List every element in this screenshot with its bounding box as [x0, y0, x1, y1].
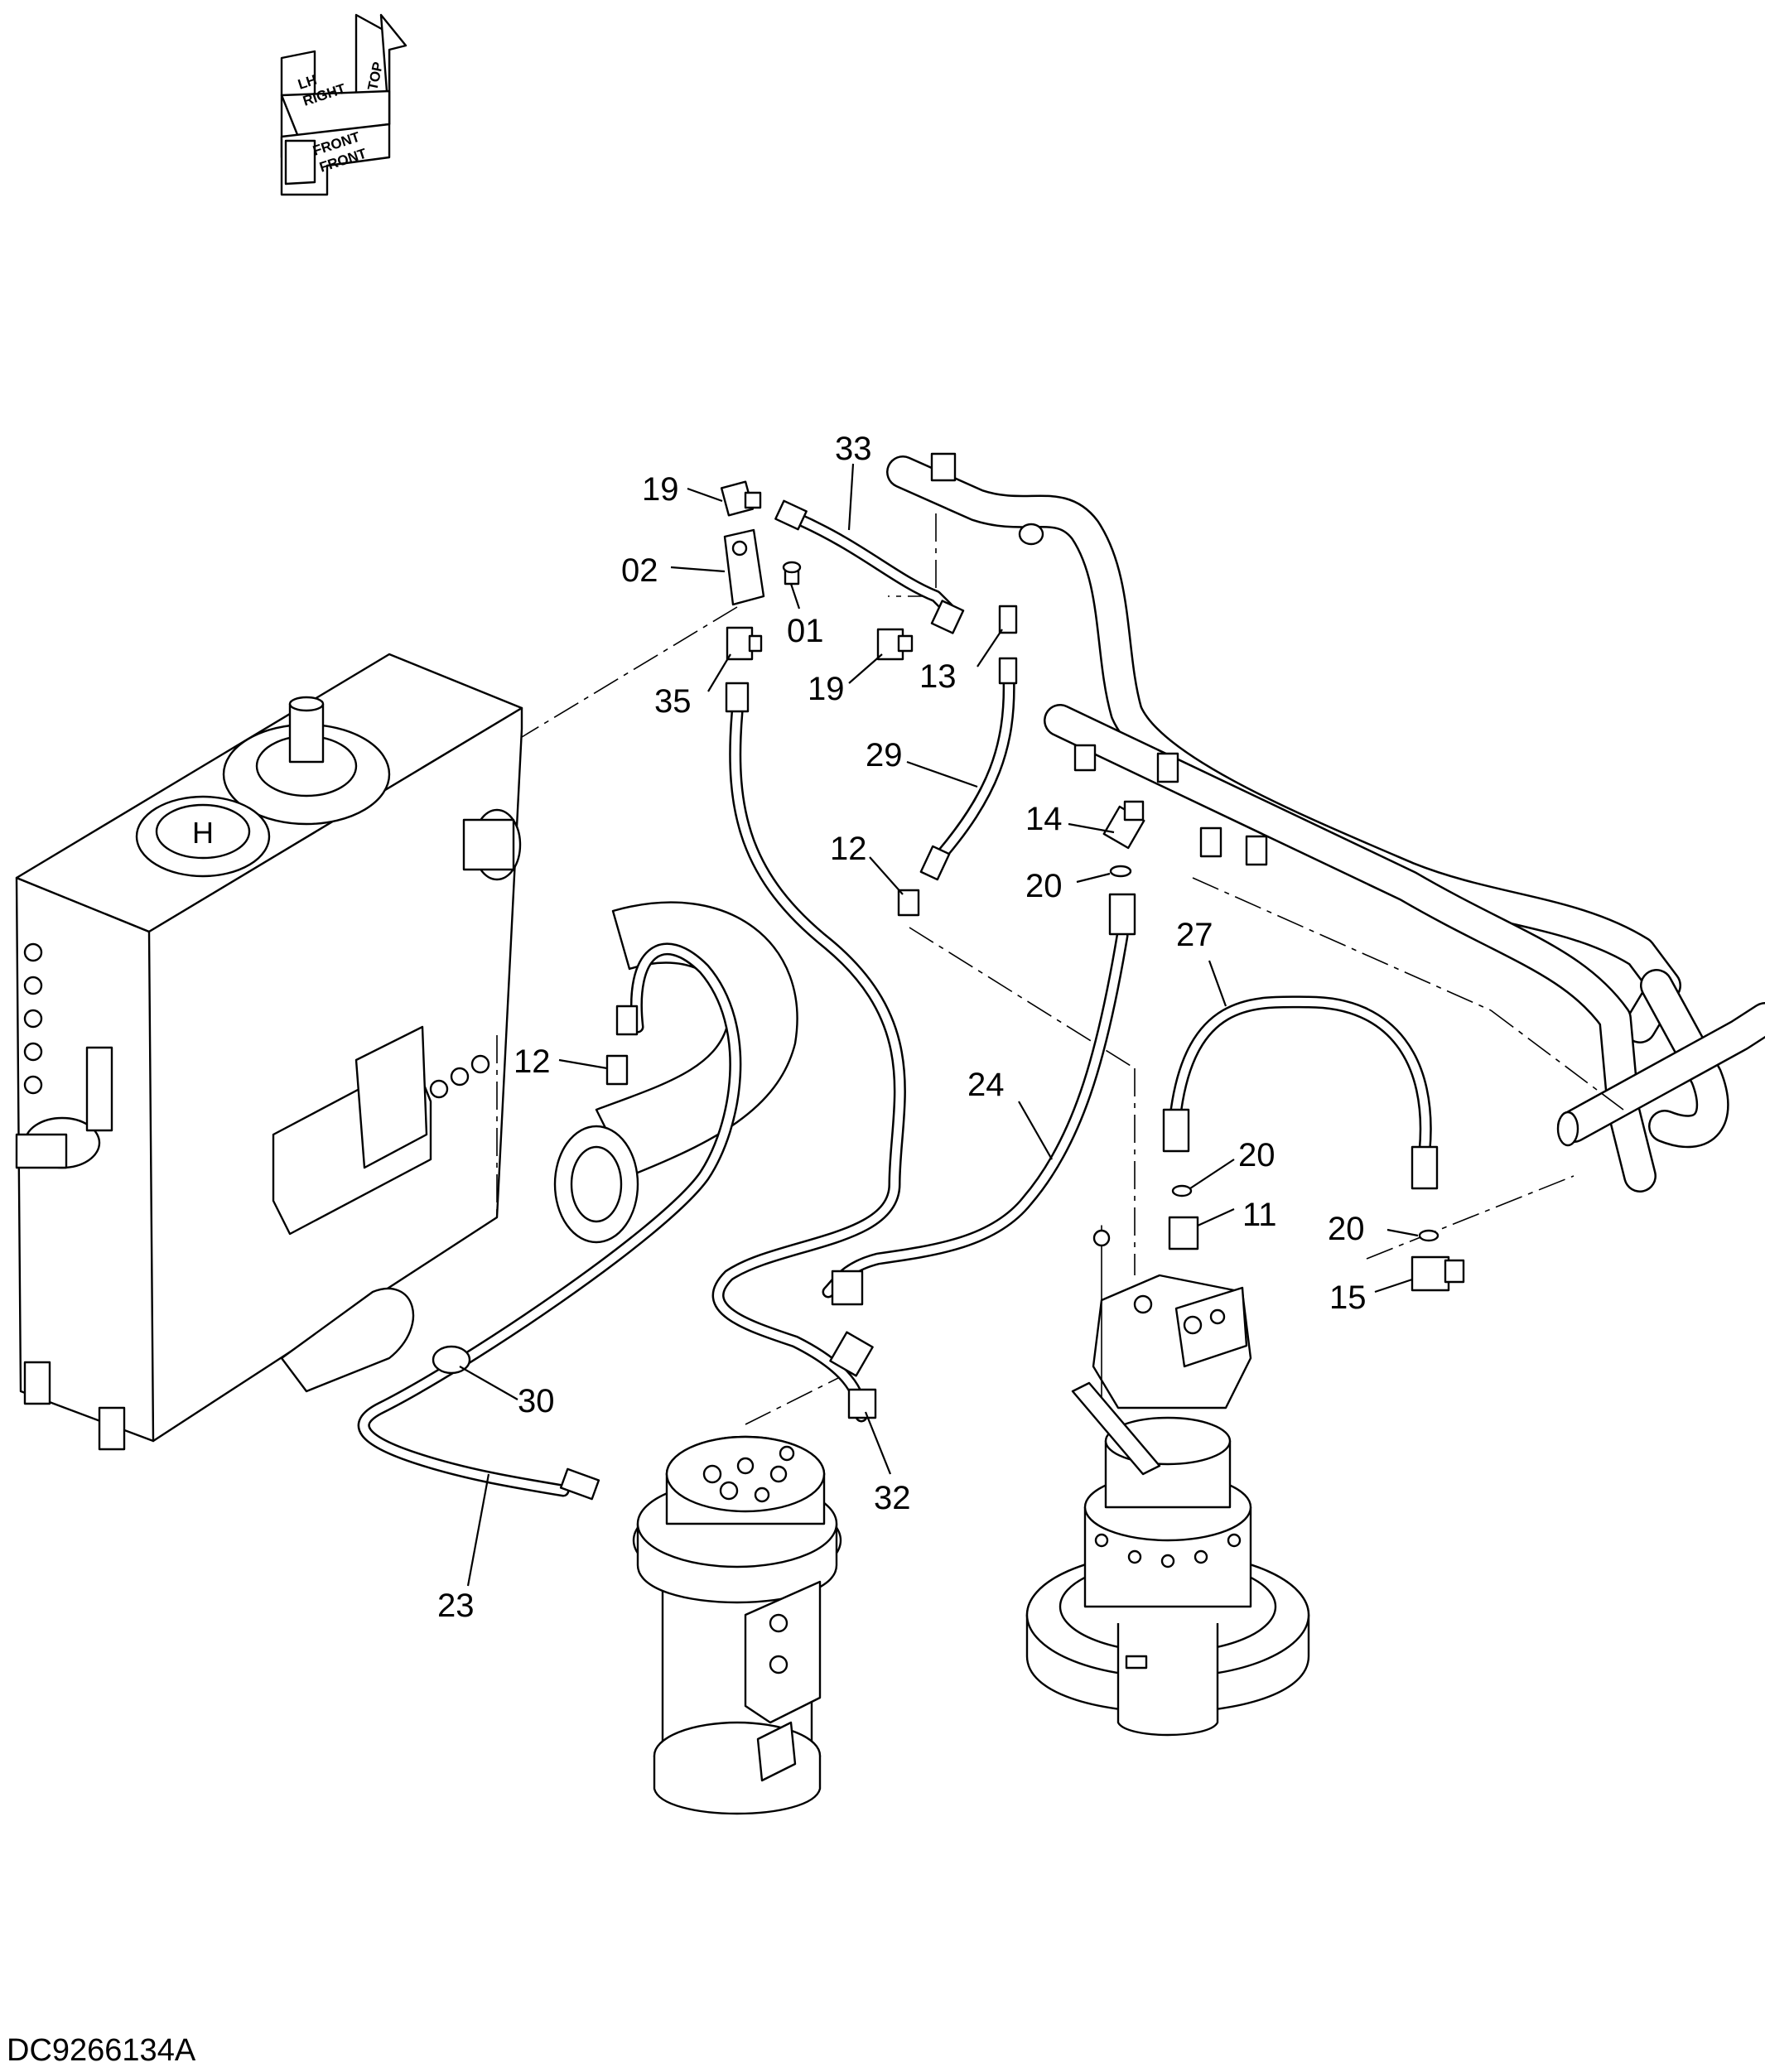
callout-19-lower: 19 [808, 671, 845, 707]
hose-end-29-lower [919, 845, 951, 881]
callout-20-middle: 20 [1238, 1137, 1276, 1173]
hose-end-27-left [1162, 1108, 1190, 1153]
bolt-01 [782, 561, 802, 585]
callout-20-upper: 20 [1025, 868, 1063, 904]
elbow-fitting-19-upper [720, 480, 762, 517]
orientation-arrows-icon: LH RIGHT TOP FRONT FRONT [280, 13, 407, 196]
callout-32: 32 [874, 1480, 911, 1516]
callout-12-upper: 12 [830, 831, 867, 867]
hose-end-23-upper [615, 1005, 639, 1036]
callout-13: 13 [919, 658, 957, 695]
callout-27: 27 [1176, 917, 1213, 953]
center-joint [632, 1435, 842, 1815]
adapter-13 [998, 605, 1018, 634]
adapter-12-lower [605, 1054, 629, 1086]
callout-35: 35 [654, 683, 692, 720]
o-ring-20-upper [1109, 865, 1132, 878]
hose-end-35-lower [829, 1331, 874, 1377]
callout-11: 11 [1242, 1197, 1277, 1233]
swing-motor [1025, 1225, 1310, 1737]
o-ring-20-right [1418, 1229, 1439, 1242]
hose-end-24-upper [1108, 893, 1136, 936]
callout-19-upper: 19 [642, 471, 679, 508]
bracket-02 [723, 528, 765, 606]
drawing-code: DC9266134A [7, 2033, 196, 2068]
callout-01: 01 [787, 613, 824, 649]
elbow-fitting-19-lower [876, 628, 914, 661]
callout-15: 15 [1329, 1279, 1367, 1316]
fittings [432, 480, 1465, 1501]
callout-30: 30 [518, 1383, 555, 1419]
tank-cap-mark: H [192, 816, 214, 850]
adapter-11 [1168, 1216, 1199, 1250]
pipe-frame [886, 452, 1765, 1193]
callout-29: 29 [866, 737, 903, 773]
hose-end-24-lower [831, 1270, 864, 1306]
callout-20-right: 20 [1328, 1211, 1365, 1247]
assembly-lines [496, 513, 1624, 1425]
leader-lines [459, 463, 1419, 1587]
hose-end-27-right [1411, 1145, 1439, 1190]
hose-end-23-lower [559, 1467, 600, 1501]
o-ring-20-middle [1171, 1184, 1193, 1197]
callout-02: 02 [621, 552, 658, 589]
hose-end-33-upper [774, 499, 808, 531]
callout-23: 23 [437, 1588, 475, 1624]
callout-labels: 19 33 02 01 19 13 35 29 14 12 20 27 12 2… [437, 431, 1367, 1624]
elbow-fitting-14 [1102, 800, 1145, 850]
adapter-35 [726, 626, 763, 661]
callout-33: 33 [835, 431, 872, 467]
hydraulic-tank: H [15, 653, 523, 1451]
callout-24: 24 [967, 1067, 1005, 1103]
hose-end-29-upper [998, 657, 1018, 685]
hoses [357, 511, 1432, 1497]
hose-end-35 [725, 682, 750, 713]
callout-14: 14 [1025, 801, 1063, 837]
callout-12-lower: 12 [514, 1043, 551, 1080]
hose-end-33-lower [930, 600, 965, 634]
tank-fittings [23, 942, 43, 1095]
elbow-fitting-15 [1411, 1255, 1465, 1292]
adapter-32 [847, 1388, 877, 1419]
